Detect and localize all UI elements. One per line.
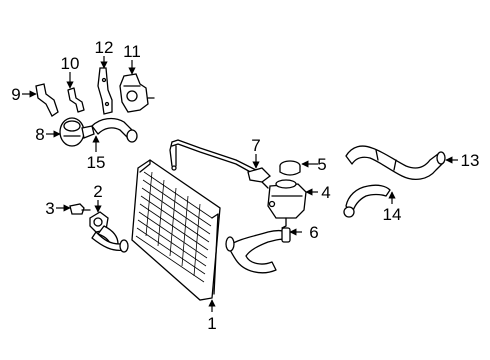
upper-hose-right [345, 145, 446, 181]
water-pump [59, 117, 95, 147]
leader-lines [22, 56, 458, 312]
sensor [69, 203, 91, 215]
auxiliary-pump [119, 73, 155, 113]
lower-hose-right [225, 227, 291, 274]
callout-3: 3 [45, 199, 54, 218]
callout-1: 1 [207, 314, 216, 333]
callout-9: 9 [11, 85, 20, 104]
callout-5: 5 [317, 155, 326, 174]
lower-hose-left [91, 231, 129, 253]
radiator [131, 159, 221, 301]
tank-cap [279, 160, 301, 176]
callout-2: 2 [93, 182, 102, 201]
callout-11: 11 [123, 42, 141, 61]
small-hose [67, 87, 85, 113]
mount-bracket [97, 67, 113, 115]
bleed-pipe [169, 139, 271, 189]
callout-6: 6 [309, 223, 318, 242]
callout-labels: 1 2 3 4 5 6 7 8 9 10 11 12 13 14 15 [11, 38, 479, 333]
thermostat-housing [89, 211, 119, 249]
callout-4: 4 [321, 183, 330, 202]
callout-10: 10 [61, 54, 80, 73]
radiator-fins [135, 171, 213, 283]
callout-8: 8 [35, 125, 44, 144]
pump-hose [91, 117, 138, 143]
callout-7: 7 [251, 136, 260, 155]
callout-14: 14 [383, 205, 402, 224]
bypass-hose [343, 184, 391, 218]
expansion-tank [267, 179, 307, 229]
callout-13: 13 [461, 151, 480, 170]
callout-15: 15 [87, 153, 106, 172]
callout-12: 12 [95, 38, 114, 57]
bracket [35, 83, 59, 117]
